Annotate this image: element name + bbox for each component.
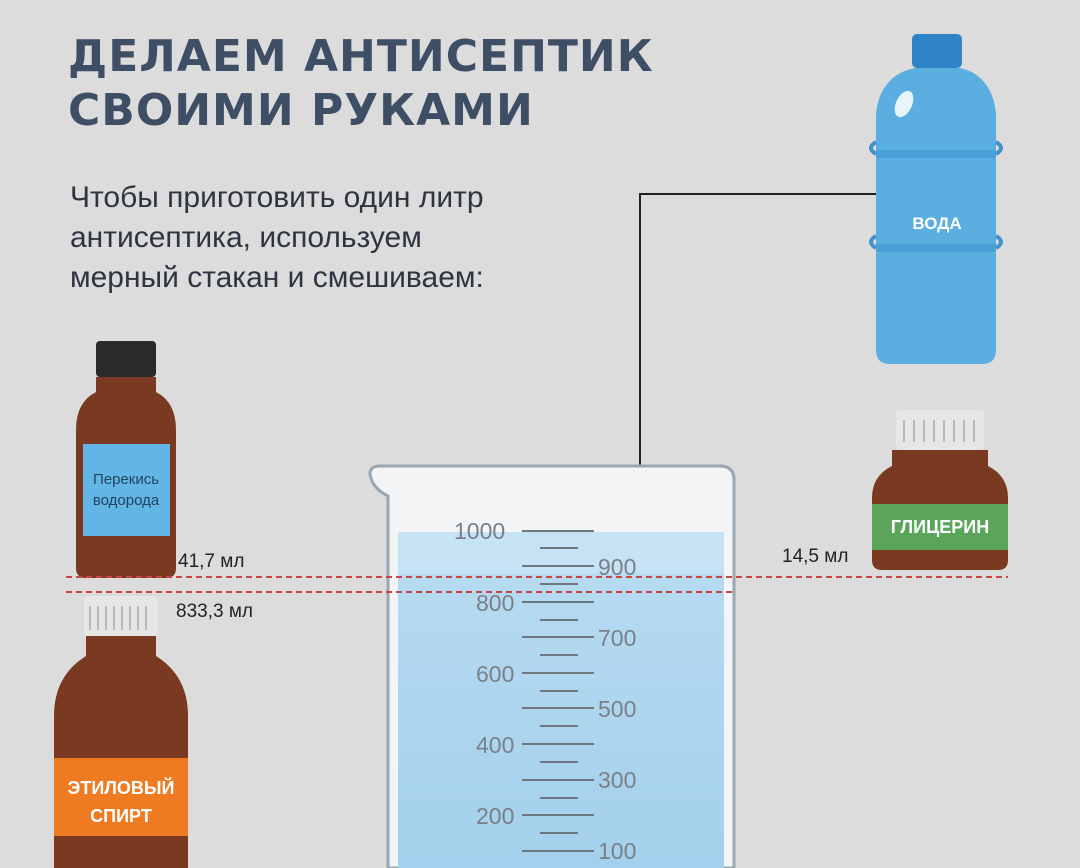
glycerin-label: ГЛИЦЕРИН xyxy=(891,517,989,537)
ethanol-label-line1: ЭТИЛОВЫЙ xyxy=(68,777,175,798)
peroxide-label-line2: водорода xyxy=(93,492,160,509)
intro-text: Чтобы приготовить один литр антисептика,… xyxy=(70,178,484,298)
page-title: ДЕЛАЕМ АНТИСЕПТИК СВОИМИ РУКАМИ xyxy=(68,30,654,138)
beaker-liquid xyxy=(398,532,724,868)
scale-label-100: 100 xyxy=(598,838,637,864)
peroxide-bottle: Перекись водорода xyxy=(76,341,176,578)
water-label: ВОДА xyxy=(912,214,961,233)
title-line-2: СВОИМИ РУКАМИ xyxy=(68,85,534,136)
scale-label-1000: 1000 xyxy=(454,518,506,544)
intro-line-3: мерный стакан и смешиваем: xyxy=(70,261,484,294)
intro-line-2: антисептика, используем xyxy=(70,221,422,254)
scale-label-600: 600 xyxy=(476,661,515,687)
ethanol-bottle: ЭТИЛОВЫЙ СПИРТ xyxy=(54,596,188,868)
scale-label-800: 800 xyxy=(476,590,515,616)
measuring-beaker xyxy=(368,464,736,868)
glycerin-amount: 14,5 мл xyxy=(782,546,849,567)
glycerin-bottle: ГЛИЦЕРИН xyxy=(872,410,1008,570)
scale-label-900: 900 xyxy=(598,554,637,580)
water-bottle: ВОДА xyxy=(869,34,1003,364)
scale-label-200: 200 xyxy=(476,803,515,829)
ethanol-label-line2: СПИРТ xyxy=(90,806,152,826)
intro-line-1: Чтобы приготовить один литр xyxy=(70,181,484,214)
scale-label-300: 300 xyxy=(598,767,637,793)
ethanol-amount: 833,3 мл xyxy=(176,601,253,622)
peroxide-label-line1: Перекись xyxy=(93,471,159,488)
water-pointer-line xyxy=(639,193,876,538)
peroxide-amount: 41,7 мл xyxy=(178,551,245,572)
title-line-1: ДЕЛАЕМ АНТИСЕПТИК xyxy=(68,31,654,82)
scale-label-700: 700 xyxy=(598,625,637,651)
scale-label-400: 400 xyxy=(476,732,515,758)
scale-label-500: 500 xyxy=(598,696,637,722)
